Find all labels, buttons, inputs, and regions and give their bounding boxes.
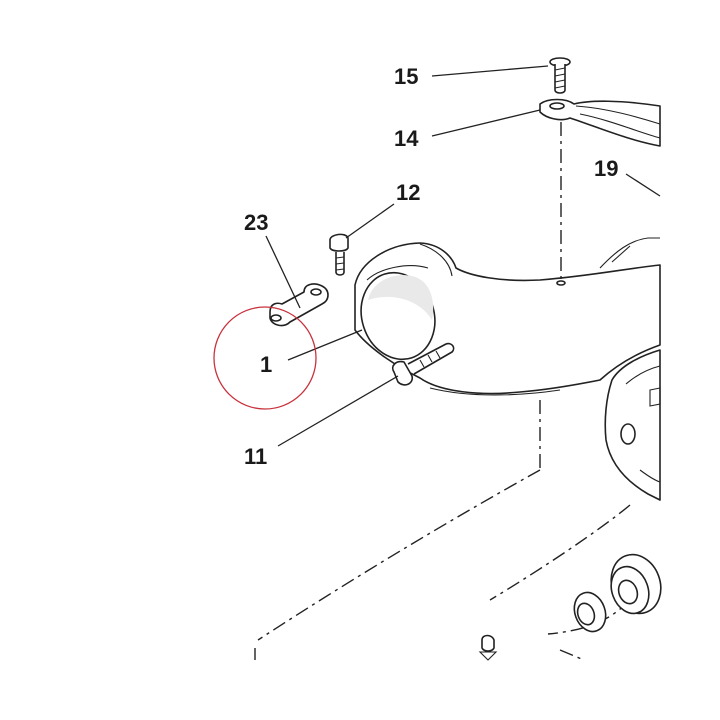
callout-15: 15: [394, 64, 418, 89]
callout-12: 12: [396, 180, 420, 205]
bearing-large: [610, 553, 662, 615]
callout-14: 14: [394, 126, 419, 151]
upper-bracket-plate: [539, 98, 661, 147]
callout-11: 11: [244, 444, 267, 469]
seal-small: [573, 591, 607, 633]
highlight-circle: [213, 306, 317, 410]
leader-lines: [265, 65, 661, 447]
bolt-15: [549, 57, 571, 94]
callout-1: 1: [260, 352, 272, 377]
gearbox-housing: [604, 349, 661, 501]
bolt-11: [391, 342, 455, 386]
bolt-12: [329, 233, 349, 276]
callout-19: 19: [594, 156, 618, 181]
lower-assembly-lines: [254, 400, 631, 661]
callout-23: 23: [244, 210, 268, 235]
small-fastener: [478, 634, 498, 661]
